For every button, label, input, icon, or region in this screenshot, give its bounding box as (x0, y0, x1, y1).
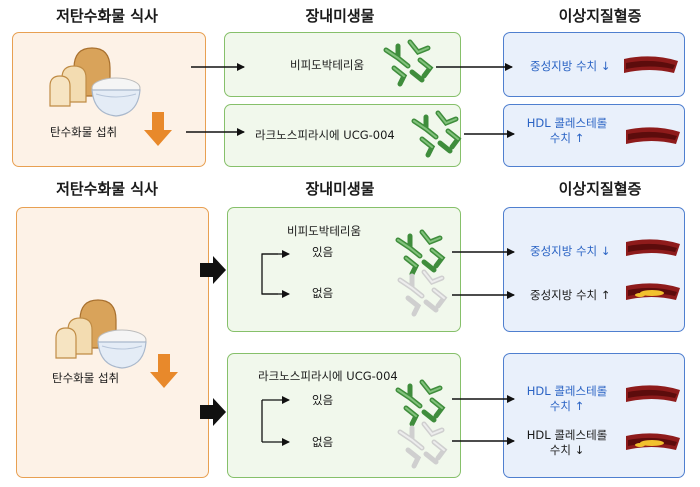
blood-vessel-icon (626, 385, 680, 402)
microbe-box-top-2 (224, 104, 461, 167)
outcome-label-top-2-line2: 수치 ↑ (549, 131, 585, 145)
group2-outcome-present-line1: HDL 콜레스테롤 (526, 384, 608, 398)
bracket-group1 (261, 253, 278, 295)
microbe-label-top-1: 비피도박테리움 (290, 58, 365, 72)
down-arrow-icon (150, 354, 178, 388)
microbe-label-top-2: 라크노스피라시에 UCG-004 (255, 128, 395, 142)
group1-outcome-absent: 중성지방 수치 ↑ (530, 288, 611, 302)
heading-diet-bottom: 저탄수화물 식사 (56, 180, 158, 198)
group2-outcome-absent: HDL 콜레스테롤 수치 ↓ (512, 428, 622, 458)
group2-outcome-absent-line1: HDL 콜레스테롤 (526, 428, 608, 442)
group2-outcome-present-line2: 수치 ↑ (549, 399, 585, 413)
bacteria-icon (414, 113, 458, 155)
heading-diet-top: 저탄수화물 식사 (56, 7, 158, 25)
group1-absent-label: 없음 (312, 286, 334, 300)
outcome-box-bottom-2 (503, 353, 685, 478)
bacteria-icon (386, 42, 430, 84)
diet-label-top: 탄수화물 섭취 (50, 125, 118, 139)
group2-outcome-present: HDL 콜레스테롤 수치 ↑ (512, 384, 622, 414)
group2-microbe-label: 라크노스피라시에 UCG-004 (258, 369, 398, 383)
bread-rice-icon (55, 299, 147, 369)
group1-present-label: 있음 (312, 245, 334, 259)
bacteria-absent-icon (400, 424, 444, 466)
blood-vessel-icon (624, 56, 678, 73)
microbe-box-bottom-2 (227, 353, 461, 478)
outcome-label-top-2-line1: HDL 콜레스테롤 (526, 116, 608, 130)
heading-disease-top: 이상지질혈증 (558, 7, 642, 25)
outcome-box-bottom-1 (503, 207, 685, 332)
group2-absent-label: 없음 (312, 435, 334, 449)
block-arrow-group1 (200, 256, 226, 284)
block-arrow-group2 (200, 398, 226, 426)
down-arrow-icon (144, 112, 172, 146)
heading-microbe-bottom: 장내미생물 (305, 180, 375, 198)
bread-rice-icon (49, 47, 141, 117)
microbe-box-bottom-1 (227, 207, 461, 332)
bacteria-absent-icon (400, 272, 444, 314)
bacteria-icon (398, 382, 442, 424)
plaque-vessel-icon (626, 433, 680, 450)
outcome-label-top-1: 중성지방 수치 ↓ (530, 59, 611, 73)
heading-microbe-top: 장내미생물 (305, 7, 375, 25)
group1-outcome-present: 중성지방 수치 ↓ (530, 244, 611, 258)
microbe-box-top-1 (224, 32, 461, 97)
group2-present-label: 있음 (312, 393, 334, 407)
group2-outcome-absent-line2: 수치 ↓ (549, 443, 585, 457)
heading-disease-bottom: 이상지질혈증 (558, 180, 642, 198)
blood-vessel-icon (626, 127, 680, 144)
bacteria-icon (398, 232, 442, 274)
blood-vessel-icon (626, 239, 680, 256)
outcome-label-top-2: HDL 콜레스테롤 수치 ↑ (512, 116, 622, 146)
diet-label-bottom: 탄수화물 섭취 (52, 371, 120, 385)
group1-microbe-label: 비피도박테리움 (287, 224, 362, 238)
plaque-vessel-icon (626, 283, 680, 300)
